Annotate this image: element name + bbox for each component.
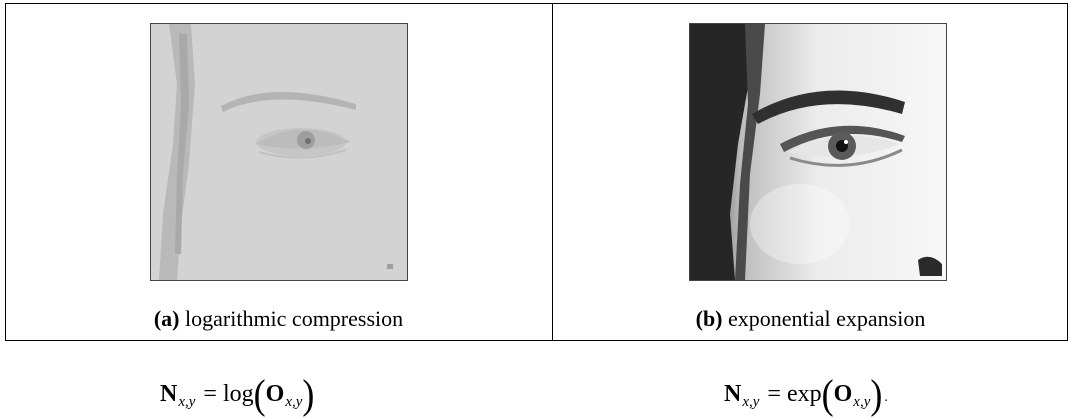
- eq-a-func: log: [222, 380, 254, 407]
- eq-a-open: (: [253, 371, 266, 417]
- eq-b-equals: =: [767, 380, 781, 407]
- eq-a-arg-sub: x,y: [285, 393, 303, 410]
- caption-a: (a) logarithmic compression: [5, 306, 552, 332]
- eq-b-arg-sub: x,y: [853, 393, 871, 410]
- panel-b-caption: exponential expansion: [728, 306, 926, 331]
- eq-a-close: ): [302, 371, 315, 417]
- eq-b-lhs-sub: x,y: [742, 393, 760, 410]
- figure-table: [5, 3, 1068, 341]
- eq-b-trail: .: [884, 390, 888, 405]
- eq-a-arg: O: [265, 380, 285, 407]
- caption-b: (b) exponential expansion: [553, 306, 1068, 332]
- eq-b-lhs: N: [724, 380, 742, 407]
- panel-a-label: (a): [153, 306, 180, 331]
- table-divider: [552, 3, 553, 341]
- eq-b-open: (: [821, 371, 834, 417]
- panel-b-label: (b): [695, 306, 723, 331]
- eq-b-func: exp: [786, 380, 822, 407]
- eq-b-arg: O: [833, 380, 853, 407]
- eq-a-equals: =: [203, 380, 217, 407]
- eq-a-lhs-sub: x,y: [178, 393, 196, 410]
- eq-a-lhs: N: [160, 380, 178, 407]
- panel-a-caption: logarithmic compression: [185, 306, 404, 331]
- eye-image-log-compressed: [150, 23, 408, 281]
- eye-image-exp-expanded: [689, 23, 947, 281]
- eq-b-close: ): [870, 371, 883, 417]
